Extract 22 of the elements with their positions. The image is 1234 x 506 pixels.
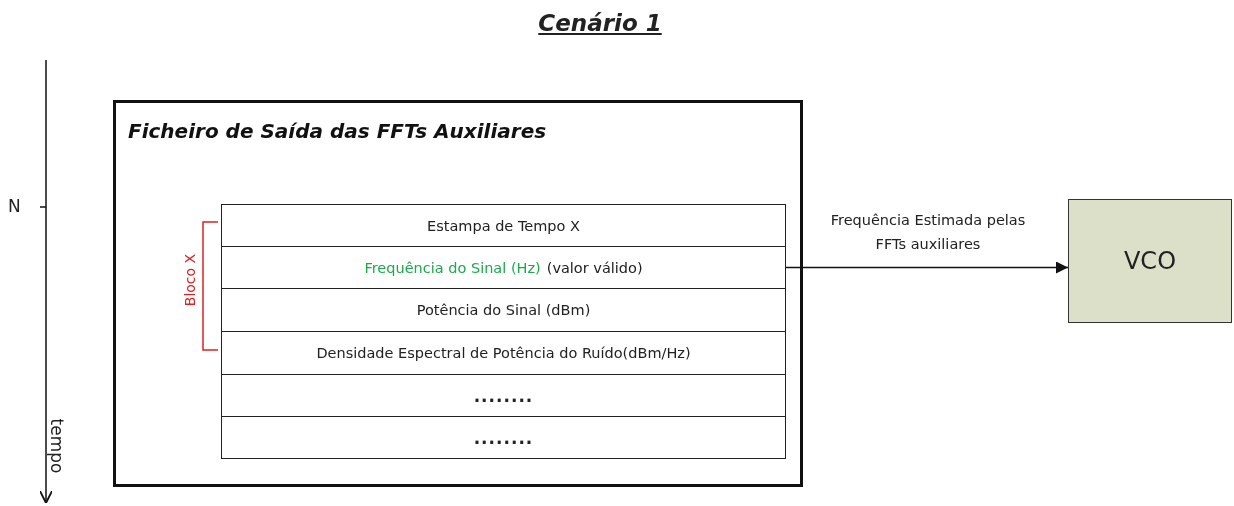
table-row xyxy=(221,374,786,417)
table-row xyxy=(221,204,786,247)
row-text: Frequência do Sinal (Hz) xyxy=(364,259,541,276)
table-row xyxy=(221,331,786,375)
row-text: Densidade Espectral de Potência do Ruído(dBm/Hz) xyxy=(316,345,691,361)
table-row xyxy=(221,288,786,332)
axis-label: N xyxy=(8,196,21,216)
box-text: VCO xyxy=(1123,247,1177,275)
bracket-label: Bloco X xyxy=(182,253,199,307)
row-text: (valor válido) xyxy=(546,259,643,276)
table-row xyxy=(221,416,786,459)
table-row xyxy=(221,246,786,289)
axis-label: tempo xyxy=(47,418,68,474)
row-text: Potência do Sinal (dBm) xyxy=(416,302,591,318)
title: Cenário 1 xyxy=(537,10,663,36)
row-text: Estampa de Tempo X xyxy=(427,217,580,234)
box-heading: Ficheiro de Saída das FFTs Auxiliares xyxy=(128,119,547,143)
row-text: ........ xyxy=(473,427,534,448)
row-text: ........ xyxy=(473,385,534,406)
vco-box xyxy=(1068,199,1232,323)
arrow xyxy=(785,261,1069,274)
file-box xyxy=(113,100,803,487)
